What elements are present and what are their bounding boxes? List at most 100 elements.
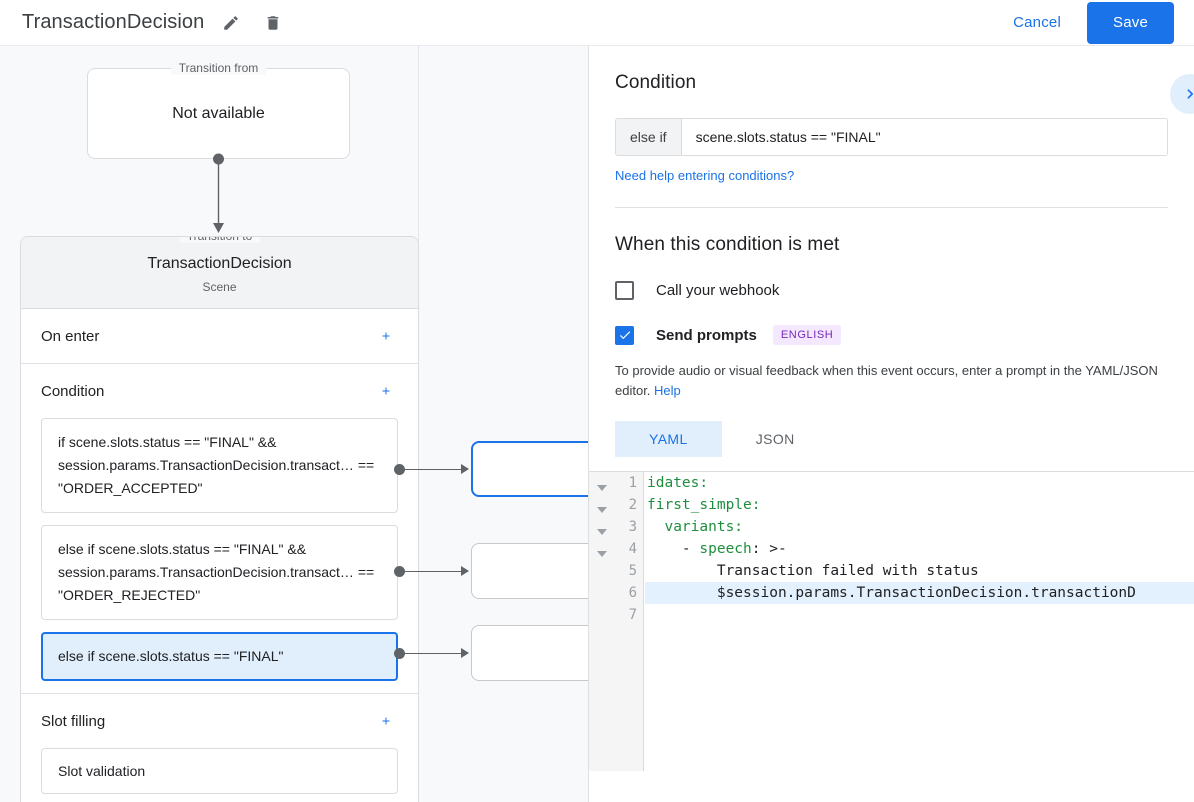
section-slot-filling-head: Slot filling (41, 694, 398, 748)
connector-dot (394, 464, 405, 475)
line-number: 2 (628, 497, 637, 513)
pencil-icon[interactable] (216, 8, 246, 38)
connector-line (404, 469, 462, 470)
section-on-enter: On enter (21, 309, 418, 364)
plus-icon (382, 332, 390, 340)
condition-panel-heading: Condition (615, 72, 697, 93)
when-condition-met-heading: When this condition is met (615, 234, 840, 255)
prompt-help-link[interactable]: Help (654, 383, 681, 398)
fold-arrow-icon[interactable] (597, 523, 607, 541)
line-number: 1 (628, 475, 637, 491)
transition-arrow-icon (213, 153, 224, 233)
editor-code-area[interactable]: idates: first_simple: variants: - speech:… (645, 472, 1194, 771)
code-line[interactable]: Transaction failed with status (645, 560, 1194, 582)
tab-json[interactable]: JSON (722, 421, 829, 457)
code-token: first_simple: (647, 497, 761, 513)
transition-target-box[interactable] (471, 625, 588, 681)
scene-type-label: Scene (202, 280, 237, 294)
condition-card[interactable]: if scene.slots.status == "FINAL" && sess… (41, 418, 398, 513)
code-token: variants: (647, 519, 744, 535)
connector-line (404, 571, 462, 572)
condition-input[interactable] (681, 119, 1167, 155)
language-badge: ENGLISH (772, 325, 842, 345)
line-number: 3 (628, 519, 637, 535)
transition-target-box[interactable] (471, 441, 588, 497)
fold-arrow-icon[interactable] (597, 545, 607, 563)
graph-inner: Transition from Not available Transition… (0, 46, 588, 802)
scene-card-header: Transition to TransactionDecision Scene (21, 237, 418, 309)
code-line[interactable] (645, 604, 1194, 626)
cancel-button[interactable]: Cancel (1001, 6, 1073, 39)
page-title: TransactionDecision (22, 11, 205, 33)
code-token: - (647, 541, 700, 557)
connector-arrow-icon (461, 648, 469, 658)
condition-card[interactable]: else if scene.slots.status == "FINAL" &&… (41, 525, 398, 620)
call-webhook-checkbox[interactable] (615, 281, 634, 300)
fold-arrow-icon[interactable] (597, 501, 607, 519)
section-on-enter-head: On enter (41, 309, 398, 363)
webhook-row: Call your webhook (615, 281, 1168, 300)
send-prompts-row: Send prompts ENGLISH (615, 325, 1168, 345)
code-line[interactable]: idates: (645, 472, 1194, 494)
fold-arrow-icon[interactable] (597, 479, 607, 497)
plus-icon (382, 387, 390, 395)
section-condition-head: Condition (41, 364, 398, 418)
code-token: speech (699, 541, 752, 557)
gutter-row: 5 (589, 560, 643, 582)
slot-validation-card[interactable]: Slot validation (41, 748, 398, 794)
transition-from-value: Not available (172, 104, 265, 122)
scene-card: Transition to TransactionDecision Scene … (20, 236, 419, 802)
top-app-bar: TransactionDecision Cancel Save (0, 0, 1194, 46)
editor-format-tabs: YAML JSON (615, 421, 1168, 457)
condition-card-selected[interactable]: else if scene.slots.status == "FINAL" (41, 632, 398, 681)
transition-to-legend: Transition to (178, 237, 261, 243)
section-slot-filling-title: Slot filling (41, 712, 106, 730)
tab-yaml[interactable]: YAML (615, 421, 722, 457)
line-number: 6 (628, 585, 637, 601)
condition-section: Condition else if Need help entering con… (589, 46, 1194, 208)
scene-graph-canvas[interactable]: Transition from Not available Transition… (0, 46, 588, 802)
code-line[interactable]: variants: (645, 516, 1194, 538)
check-icon (619, 331, 630, 340)
connector-dot (394, 648, 405, 659)
code-token: $session.params.TransactionDecision.tran… (647, 585, 1136, 601)
code-token: Transaction failed with status (647, 563, 979, 579)
connector-arrow-icon (461, 464, 469, 474)
condition-prefix-label: else if (616, 119, 682, 155)
save-button[interactable]: Save (1087, 1, 1174, 44)
send-prompts-label: Send prompts (656, 326, 757, 344)
code-line[interactable]: first_simple: (645, 494, 1194, 516)
gutter-row: 3 (589, 516, 643, 538)
transition-from-card: Transition from Not available (87, 61, 350, 159)
gutter-row: 1 (589, 472, 643, 494)
plus-icon (382, 717, 390, 725)
connector-line (404, 653, 462, 654)
condition-details-panel: Condition else if Need help entering con… (588, 46, 1194, 802)
add-slot-filling-button[interactable] (374, 709, 398, 733)
call-webhook-label: Call your webhook (656, 282, 780, 299)
section-condition: Condition if scene.slots.status == "FINA… (21, 364, 418, 694)
prompt-description: To provide audio or visual feedback when… (615, 361, 1168, 401)
chevron-right-icon[interactable] (1170, 74, 1194, 114)
add-on-enter-button[interactable] (374, 324, 398, 348)
section-on-enter-title: On enter (41, 327, 100, 345)
code-line[interactable]: - speech: >- (645, 538, 1194, 560)
transition-from-legend: Transition from (170, 61, 267, 75)
prompt-description-text: To provide audio or visual feedback when… (615, 363, 1158, 398)
send-prompts-checkbox[interactable] (615, 325, 634, 345)
transition-target-box[interactable] (471, 543, 588, 599)
panel-divider (615, 207, 1168, 208)
gutter-row: 4 (589, 538, 643, 560)
line-number: 4 (628, 541, 637, 557)
add-condition-button[interactable] (374, 379, 398, 403)
section-condition-title: Condition (41, 382, 105, 400)
need-help-conditions-link[interactable]: Need help entering conditions? (615, 168, 795, 183)
scene-name: TransactionDecision (147, 255, 292, 272)
code-line[interactable]: $session.params.TransactionDecision.tran… (645, 582, 1194, 604)
condition-input-group: else if (615, 118, 1168, 156)
connector-dot (394, 566, 405, 577)
trash-icon[interactable] (258, 8, 288, 38)
